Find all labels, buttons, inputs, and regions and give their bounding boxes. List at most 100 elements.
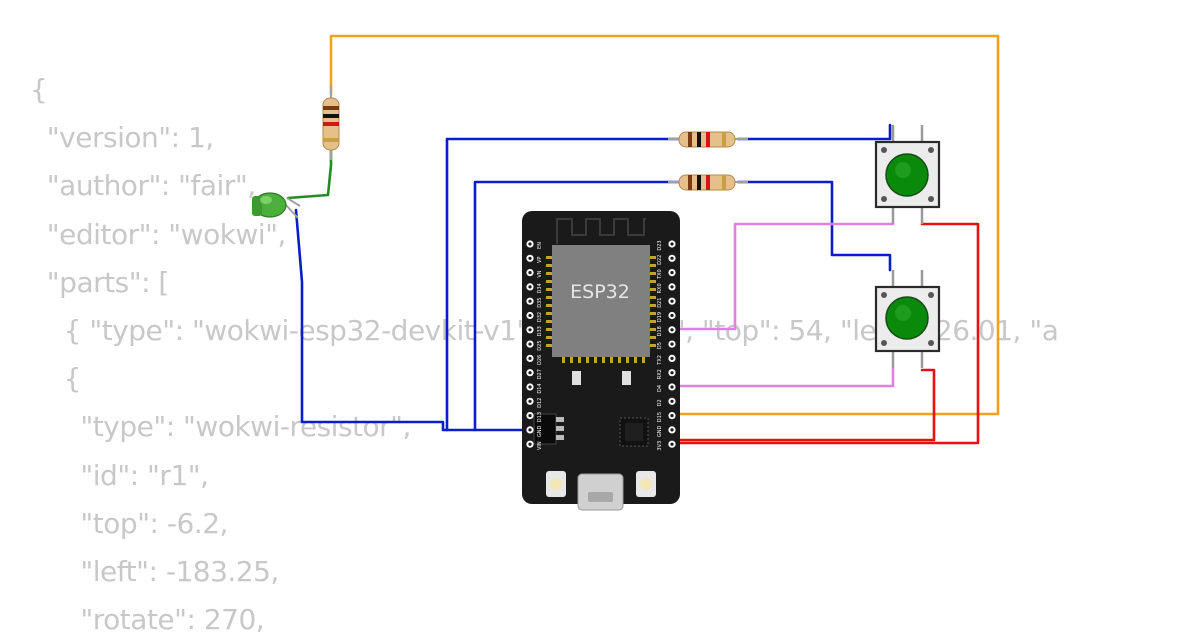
chip-pad bbox=[650, 304, 656, 307]
pin-hole-center bbox=[528, 414, 532, 418]
pin-label: VN bbox=[537, 270, 543, 277]
code-line: "editor": "wokwi", bbox=[30, 217, 287, 251]
pin-label: D35 bbox=[537, 298, 543, 308]
wire-red-button2[interactable] bbox=[666, 368, 936, 442]
wire-blue-r3-gnd[interactable] bbox=[473, 180, 682, 432]
right-pin-header: D23D22TX0RX0D21D19D18D5TX2RX2D4D2D15GND3… bbox=[657, 240, 676, 451]
chip-pad bbox=[546, 336, 552, 339]
pin-label: D33 bbox=[537, 326, 543, 336]
chip-pad bbox=[546, 272, 552, 275]
wire-blue-led-gnd[interactable] bbox=[294, 208, 532, 432]
resistor-icon[interactable] bbox=[668, 174, 748, 191]
pin-label: D23 bbox=[657, 240, 663, 250]
pin-hole-center bbox=[528, 299, 532, 303]
wire-blue-r3-button2[interactable] bbox=[736, 180, 892, 272]
pushbutton-icon[interactable] bbox=[874, 270, 941, 368]
chip-pad bbox=[650, 336, 656, 339]
chip-pad bbox=[546, 304, 552, 307]
pin-label: D12 bbox=[537, 398, 543, 408]
pin-hole-center bbox=[670, 256, 674, 260]
chip-pad bbox=[650, 344, 656, 347]
wire-red-button1[interactable] bbox=[666, 222, 980, 445]
resistor-icon[interactable] bbox=[668, 131, 748, 148]
chip-pad bbox=[650, 328, 656, 331]
code-line: "parts": [ bbox=[30, 265, 170, 299]
pin-label: D4 bbox=[657, 385, 663, 392]
pin-label: VP bbox=[537, 257, 543, 263]
pin-hole-center bbox=[528, 442, 532, 446]
code-line: "type": "wokwi-resistor", bbox=[30, 410, 411, 444]
pin-label: D22 bbox=[657, 255, 663, 265]
chip-pad bbox=[642, 357, 645, 363]
chip-pad bbox=[650, 320, 656, 323]
led-icon[interactable] bbox=[252, 192, 301, 219]
pin-hole-center bbox=[670, 313, 674, 318]
pin-label: D18 bbox=[657, 326, 663, 336]
wire-green-led[interactable] bbox=[286, 148, 333, 200]
pin-label: D5 bbox=[657, 342, 663, 349]
chip-pad bbox=[586, 357, 589, 363]
chip-pad bbox=[602, 357, 605, 363]
pin-label: RX0 bbox=[657, 283, 663, 293]
smd-component bbox=[622, 371, 631, 385]
chip-pad bbox=[634, 357, 637, 363]
pin-hole-center bbox=[528, 313, 532, 318]
pin-hole-center bbox=[670, 285, 674, 289]
chip-pad bbox=[618, 357, 621, 363]
pin-hole-center bbox=[528, 256, 532, 260]
voltage-regulator bbox=[533, 413, 564, 445]
chip-pad bbox=[546, 328, 552, 331]
pin-hole-center bbox=[670, 371, 674, 375]
pin-label: D21 bbox=[657, 298, 663, 308]
chip-pad bbox=[650, 272, 656, 275]
pin-hole-center bbox=[528, 285, 532, 289]
chip-pad bbox=[546, 280, 552, 283]
pin-hole-center bbox=[528, 399, 532, 403]
reset-button[interactable] bbox=[636, 471, 656, 497]
pin-hole-center bbox=[528, 371, 532, 375]
pin-hole-center bbox=[528, 328, 532, 332]
pushbutton-icon[interactable] bbox=[874, 125, 941, 224]
pin-label: TX0 bbox=[657, 269, 663, 280]
pin-label: D32 bbox=[537, 312, 543, 322]
pin-hole-center bbox=[670, 442, 674, 446]
boot-button[interactable] bbox=[546, 471, 566, 497]
json-code-background: { "version": 1, "author": "fair", "edito… bbox=[30, 66, 1059, 644]
pin-hole-center bbox=[528, 342, 532, 346]
pin-hole-center bbox=[670, 342, 674, 346]
pin-label: GND bbox=[537, 426, 543, 438]
chip-pad bbox=[650, 288, 656, 291]
pin-hole-center bbox=[670, 271, 674, 275]
antenna-trace bbox=[556, 218, 646, 244]
pin-label: RX2 bbox=[657, 369, 663, 379]
chip-pad bbox=[546, 288, 552, 291]
pin-hole-center bbox=[670, 328, 674, 332]
wire-blue-r2-gnd[interactable] bbox=[445, 137, 682, 432]
pin-hole-center bbox=[670, 299, 674, 303]
pin-label: D2 bbox=[657, 399, 663, 406]
chip-pad bbox=[650, 280, 656, 283]
pin-label: D26 bbox=[537, 355, 543, 365]
code-line: "top": -6.2, bbox=[30, 506, 228, 540]
resistor-icon[interactable] bbox=[322, 86, 340, 160]
pin-label: D25 bbox=[537, 340, 543, 350]
code-line: "version": 1, bbox=[30, 121, 214, 155]
chip-pad bbox=[578, 357, 581, 363]
usb-serial-chip bbox=[619, 417, 649, 447]
pin-hole-center bbox=[528, 242, 532, 246]
chip-pad bbox=[650, 256, 656, 259]
code-line: "author": "fair", bbox=[30, 169, 256, 203]
pin-label: EN bbox=[537, 242, 543, 249]
pin-label: GND bbox=[657, 426, 663, 438]
code-line: { bbox=[30, 73, 48, 106]
wire-pink-button1[interactable] bbox=[666, 222, 895, 331]
pin-label: D15 bbox=[657, 412, 663, 422]
wire-blue-r2-button1[interactable] bbox=[736, 123, 892, 141]
code-line: "id": "r1", bbox=[30, 458, 209, 492]
wire-orange[interactable] bbox=[329, 34, 1000, 416]
pin-hole-center bbox=[528, 385, 532, 389]
wire-pink-button2[interactable] bbox=[666, 366, 895, 388]
chip-pad bbox=[594, 357, 597, 363]
